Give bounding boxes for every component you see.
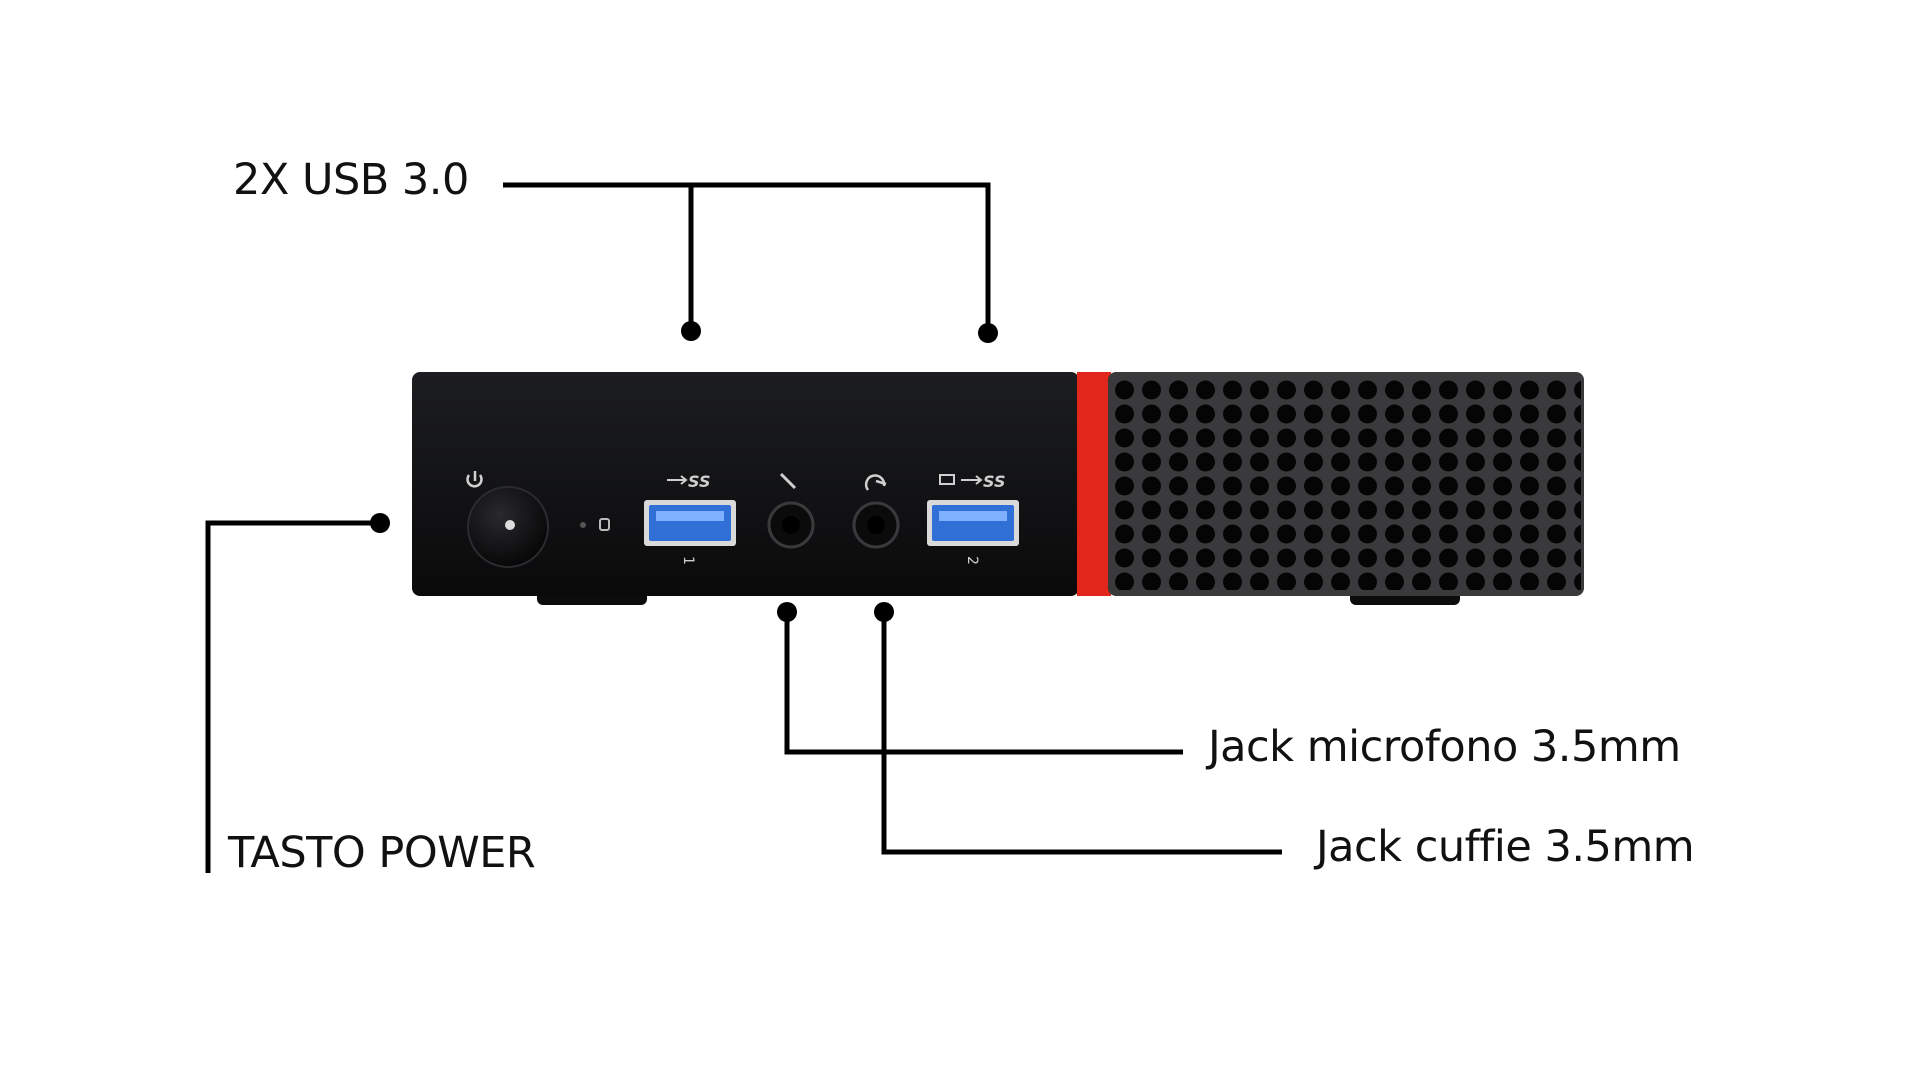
drive-activity-icon [599,518,610,531]
leader-dots [370,321,998,622]
power-led [580,522,586,528]
power-callout-label: TASTO POWER [228,828,536,878]
battery-charge-icon [939,474,955,485]
accent-stripe [1077,372,1111,596]
usb-ss-mark-2: SS [983,472,1005,491]
usb-ss-mark-1: SS [688,472,710,491]
usb-2-dot [978,323,998,343]
headphone-dot [874,602,894,622]
headphone-leader-line [881,612,1282,855]
usb-ss-icon-2 [961,475,983,485]
usb-leader-line [503,182,991,333]
headphone-callout-label: Jack cuffie 3.5mm [1316,822,1695,872]
power-symbol-icon [466,471,483,488]
headphone-icon [864,474,887,491]
usb-port-2-number: 2 [964,556,980,565]
leader-lines [205,182,1282,873]
mini-pc: SS 1 [412,372,1584,596]
front-panel [412,372,1079,596]
usb-port-1-number: 1 [680,556,696,565]
mic-leader-line [784,612,1183,755]
usb-port-2[interactable] [927,500,1019,546]
usb-ss-icon-1 [667,475,688,485]
microphone-icon [779,472,797,490]
usb-callout-label: 2X USB 3.0 [233,155,469,205]
power-button[interactable] [467,486,549,568]
vent-holes [1111,378,1581,590]
mic-jack[interactable] [767,501,815,549]
power-leader-line [205,520,380,873]
headphone-jack[interactable] [852,501,900,549]
power-dot [370,513,390,533]
usb-1-dot [681,321,701,341]
mic-callout-label: Jack microfono 3.5mm [1208,722,1681,772]
mic-dot [777,602,797,622]
usb-port-1[interactable] [644,500,736,546]
